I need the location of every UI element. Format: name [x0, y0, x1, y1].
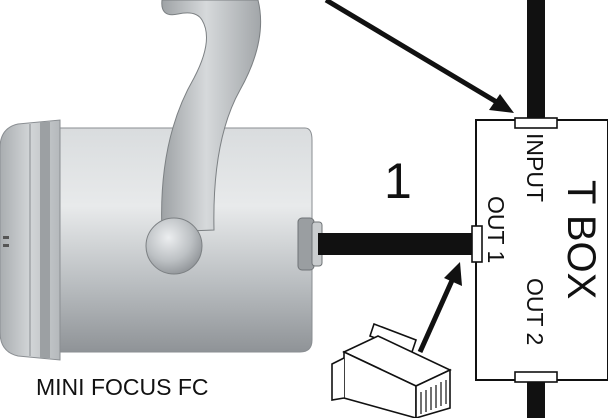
connection-number: 1 — [384, 153, 412, 209]
device-label: MINI FOCUS FC — [36, 374, 209, 400]
t-box — [471, 117, 608, 383]
out2-port-label: OUT 2 — [522, 278, 548, 345]
t-box-label: T BOX — [559, 180, 603, 299]
cable-out1 — [318, 233, 478, 255]
spotlight-fixture-icon — [0, 0, 323, 361]
cable-input — [527, 0, 545, 124]
input-arrow — [324, 0, 514, 113]
rj45-connector-icon — [331, 322, 452, 418]
out1-port-label: OUT 1 — [483, 196, 509, 263]
connector-arrow — [417, 262, 462, 354]
cable-out2 — [527, 378, 545, 418]
input-port — [514, 117, 558, 129]
out1-port — [471, 225, 483, 263]
input-port-label: INPUT — [522, 133, 548, 202]
out2-port — [514, 371, 558, 383]
